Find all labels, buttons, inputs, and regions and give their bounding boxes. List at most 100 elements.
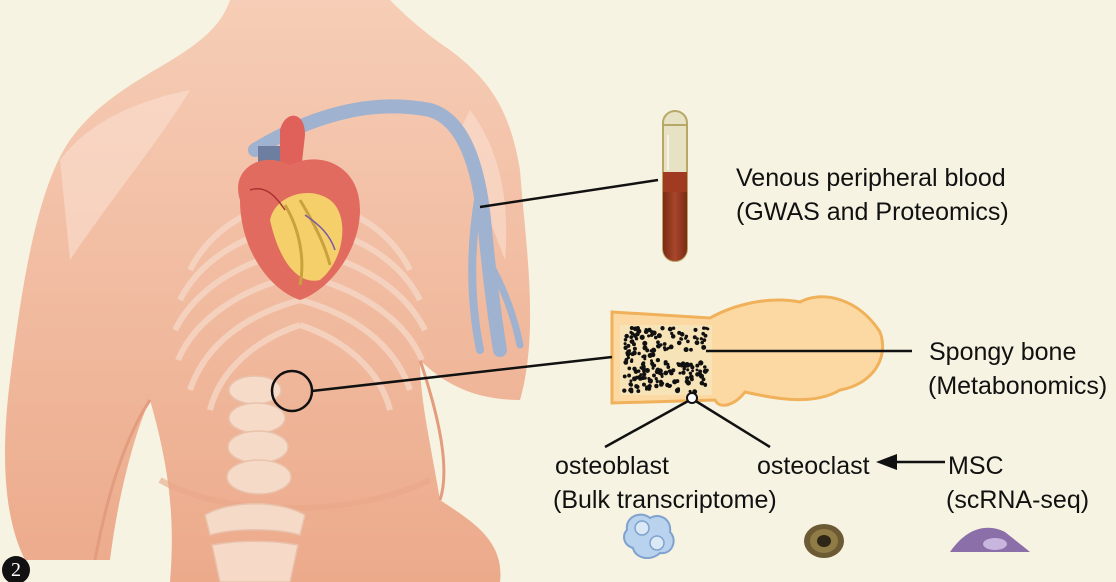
trabecula-dot: [648, 353, 653, 358]
osteoclast-cell-icon: [804, 524, 844, 558]
trabecula-dot: [672, 379, 677, 384]
trabecula-dot: [659, 343, 662, 346]
trabecula-dot: [704, 384, 707, 387]
bone-surface-marker: [687, 393, 697, 403]
trabecula-dot: [680, 332, 685, 337]
trabecula-dot: [622, 388, 626, 392]
trabecula-dot: [624, 338, 628, 342]
trabecula-dot: [656, 345, 659, 348]
human-torso: [5, 0, 530, 582]
trabecula-dot: [695, 372, 700, 377]
trabecula-dot: [703, 369, 708, 374]
trabecula-dot: [700, 337, 703, 340]
trabecula-dot: [655, 368, 660, 373]
panel-number-badge: 2: [2, 556, 30, 582]
osteoblast-method-label: (Bulk transcriptome): [553, 485, 777, 516]
trabecula-dot: [651, 363, 655, 367]
trabecula-dot: [657, 333, 661, 337]
trabecula-dot: [675, 388, 680, 393]
trabecula-dot: [678, 372, 681, 375]
trabecula-dot: [681, 371, 685, 375]
trabecula-dot: [652, 373, 656, 377]
trabecula-dot: [631, 353, 635, 357]
trabecula-dot: [654, 384, 658, 388]
trabecula-dot: [623, 374, 627, 378]
trabecula-dot: [696, 368, 699, 371]
trabecula-dot: [638, 375, 641, 378]
trabecula-dot: [680, 338, 683, 341]
trabecula-dot: [701, 345, 706, 350]
trabecula-dot: [630, 379, 633, 382]
trabecula-dot: [640, 335, 645, 340]
trabecula-dot: [629, 383, 633, 387]
trabecula-dot: [656, 340, 660, 344]
trabecula-dot: [669, 345, 674, 350]
blood-tube-icon: [663, 111, 687, 261]
trabecula-dot: [686, 340, 690, 344]
trabecula-dot: [684, 337, 687, 340]
trabecula-dot: [660, 326, 664, 330]
trabecula-dot: [686, 368, 689, 371]
trabecula-dot: [648, 378, 653, 383]
trabecula-dot: [689, 372, 692, 375]
trabecula-dot: [650, 359, 653, 362]
trabecula-dot: [685, 379, 690, 384]
trabecula-dot: [664, 360, 668, 364]
trabecula-dot: [672, 327, 675, 330]
trabecula-dot: [633, 333, 638, 338]
trabecula-dot: [645, 368, 650, 373]
trabecula-dot: [663, 348, 666, 351]
trabecula-dot: [651, 348, 656, 353]
trabecula-dot: [663, 371, 668, 376]
trabecula-dot: [654, 336, 658, 340]
trabecula-dot: [705, 327, 708, 330]
osteoclast-label: osteoclast: [757, 451, 870, 482]
trabecula-dot: [665, 383, 669, 387]
trabecula-dot: [624, 334, 629, 339]
trabecula-dot: [691, 369, 694, 372]
trabecula-dot: [633, 327, 638, 332]
trabecula-dot: [645, 385, 649, 389]
trabecula-dot: [677, 363, 682, 368]
trabecula-dot: [663, 342, 667, 346]
trabecula-dot: [630, 358, 633, 361]
trabecula-dot: [630, 339, 635, 344]
blood-label: Venous peripheral blood: [736, 163, 1006, 194]
trabecula-dot: [671, 334, 676, 339]
trabecula-dot: [642, 345, 647, 350]
trabecula-dot: [693, 328, 697, 332]
trabecula-dot: [656, 358, 660, 362]
trabecula-dot: [696, 337, 699, 340]
trabecula-dot: [632, 367, 636, 371]
trabecula-dot: [629, 336, 632, 339]
trabecula-dot: [627, 374, 631, 378]
arrow-head-icon: [876, 454, 897, 470]
bone-label: Spongy bone: [929, 337, 1076, 368]
trabecula-dot: [632, 376, 637, 381]
trabecula-dot: [677, 341, 682, 346]
trabecula-dot: [689, 348, 693, 352]
trabecula-dot: [655, 377, 658, 380]
bone-method-label: (Metabonomics): [928, 371, 1107, 402]
trabecula-dot: [700, 341, 704, 345]
trabecula-dot: [689, 375, 694, 380]
trabecula-dot: [703, 365, 707, 369]
trabecula-dot: [637, 352, 640, 355]
trabecula-dot: [695, 340, 700, 345]
trabecula-dot: [623, 346, 627, 350]
msc-cell-icon: [950, 528, 1030, 552]
trabecula-dot: [685, 363, 690, 368]
trabecula-dot: [633, 347, 637, 351]
trabecula-dot: [624, 342, 627, 345]
trabecula-dot: [661, 382, 664, 385]
trabecula-dot: [698, 360, 703, 365]
osteoblast-label: osteoblast: [555, 451, 669, 482]
trabecula-dot: [701, 332, 705, 336]
trabecula-dot: [644, 342, 647, 345]
trabecula-dot: [625, 351, 628, 354]
trabecula-dot: [642, 372, 646, 376]
blood-method-label: (GWAS and Proteomics): [736, 197, 1009, 228]
trabecula-dot: [624, 358, 628, 362]
osteoblast-cell-icon: [624, 515, 674, 558]
